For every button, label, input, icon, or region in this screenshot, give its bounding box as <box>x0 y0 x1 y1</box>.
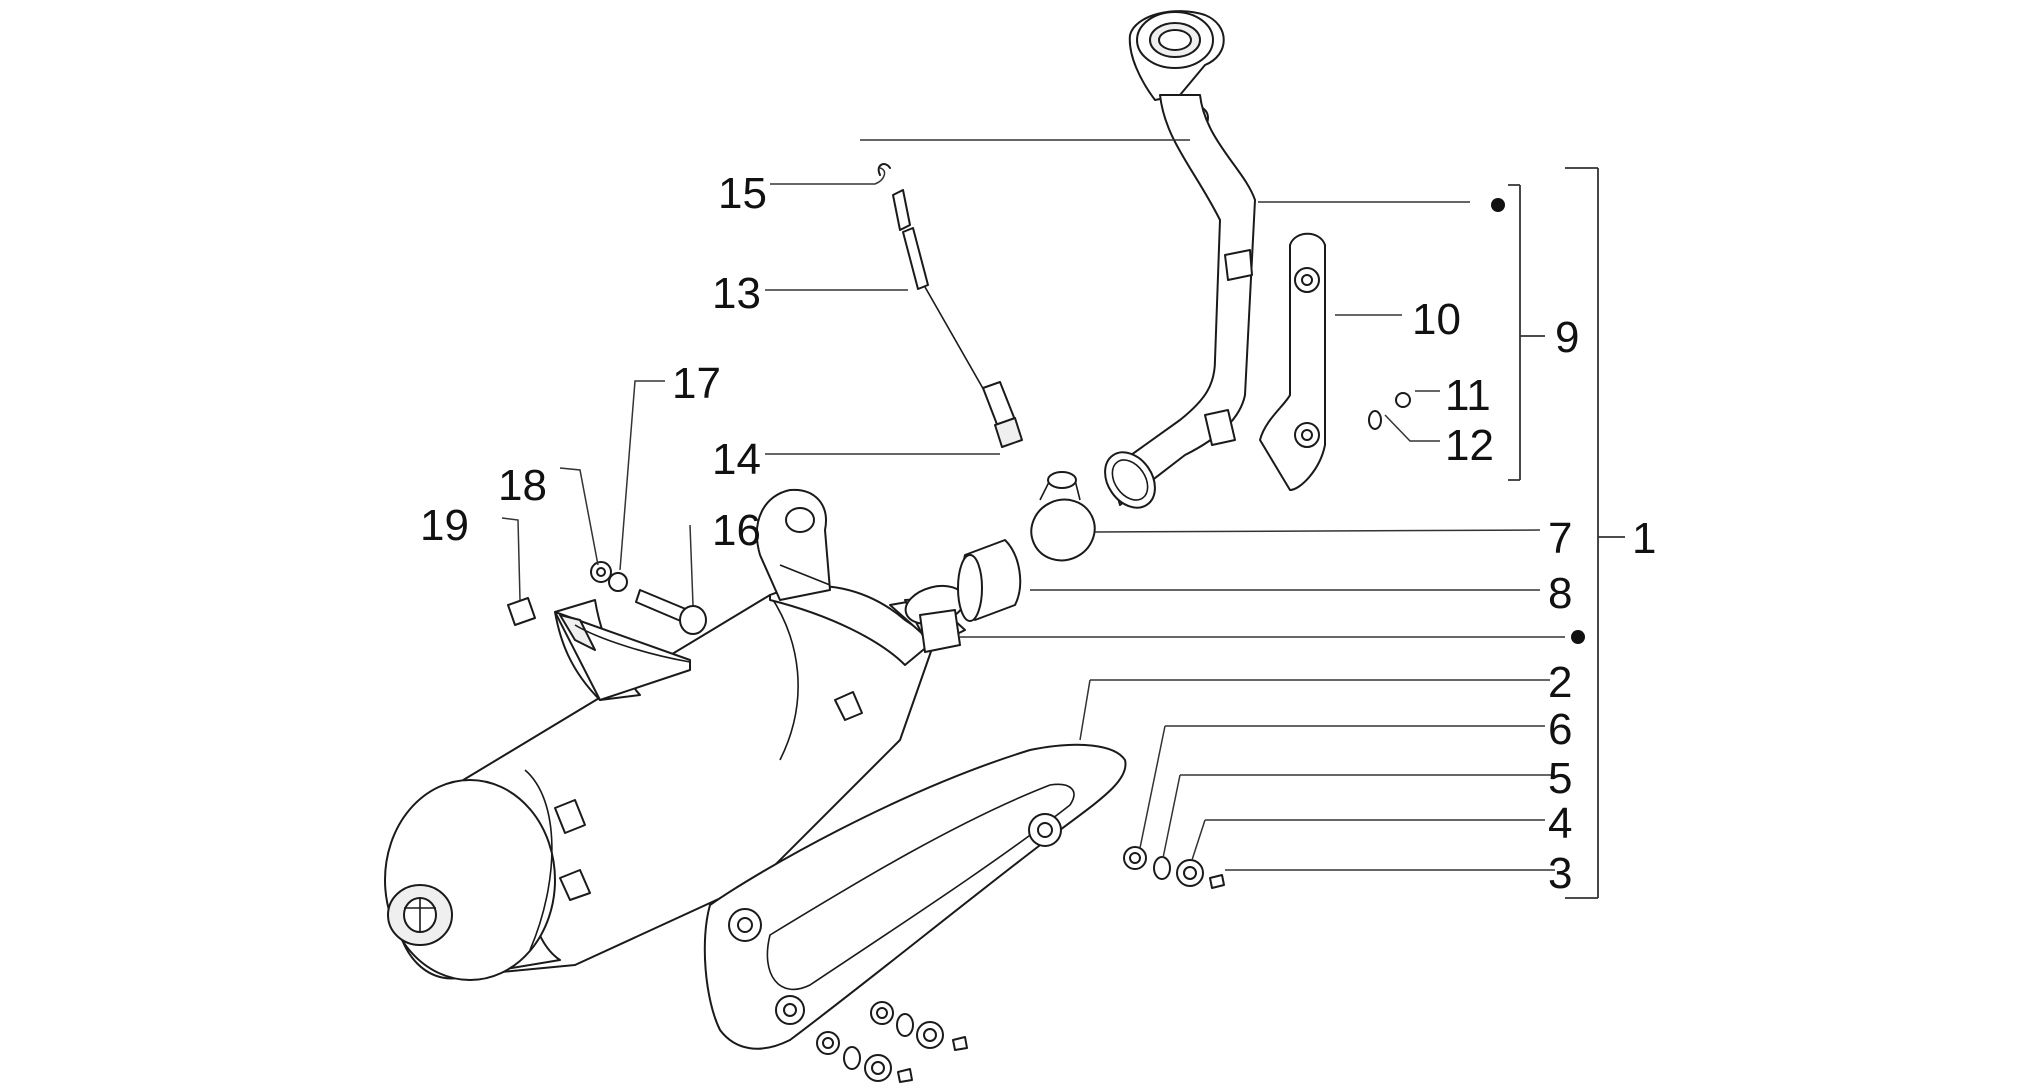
callout-17: 17 <box>672 359 721 408</box>
callout-18: 18 <box>498 461 547 510</box>
muffler-body <box>384 594 936 981</box>
callout-8: 8 <box>1548 569 1572 618</box>
exhaust-pipe-guard <box>1259 232 1326 491</box>
callout-4: 4 <box>1548 799 1572 848</box>
callout-19: 19 <box>420 501 469 550</box>
clamp <box>1030 471 1096 562</box>
callout-13: 13 <box>712 269 761 318</box>
callout-11: 11 <box>1445 371 1491 420</box>
callout-14: 14 <box>712 435 761 484</box>
muffler-front-bracket <box>554 599 691 701</box>
shield-hardware-front <box>1123 846 1225 889</box>
heat-shield <box>703 743 1127 1050</box>
washer-12 <box>1368 410 1382 430</box>
callout-7: 7 <box>1548 514 1572 563</box>
catalyst-cone <box>769 584 966 666</box>
callout-5: 5 <box>1548 754 1572 803</box>
gasket-sleeve <box>957 539 1022 622</box>
callout-2: 2 <box>1548 658 1572 707</box>
oxygen-sensor <box>877 163 1023 448</box>
exhaust-pipe <box>1104 10 1256 509</box>
leader-lines <box>501 139 1625 899</box>
rear-mount-hardware <box>507 561 707 635</box>
callout-10: 10 <box>1412 295 1461 344</box>
nut-11 <box>1395 392 1411 408</box>
shield-hardware-rear <box>816 1001 968 1083</box>
callout-12: 12 <box>1445 421 1494 470</box>
muffler-mount-arm <box>755 488 831 601</box>
callout-6: 6 <box>1548 705 1572 754</box>
callout-3: 3 <box>1548 849 1572 898</box>
callout-16: 16 <box>712 506 761 555</box>
callout-9: 9 <box>1555 313 1579 362</box>
callout-15: 15 <box>718 169 767 218</box>
callout-1: 1 <box>1632 514 1656 563</box>
callout-labels: 15 13 17 18 19 16 14 10 9 11 12 7 1 8 2 … <box>420 169 1656 898</box>
